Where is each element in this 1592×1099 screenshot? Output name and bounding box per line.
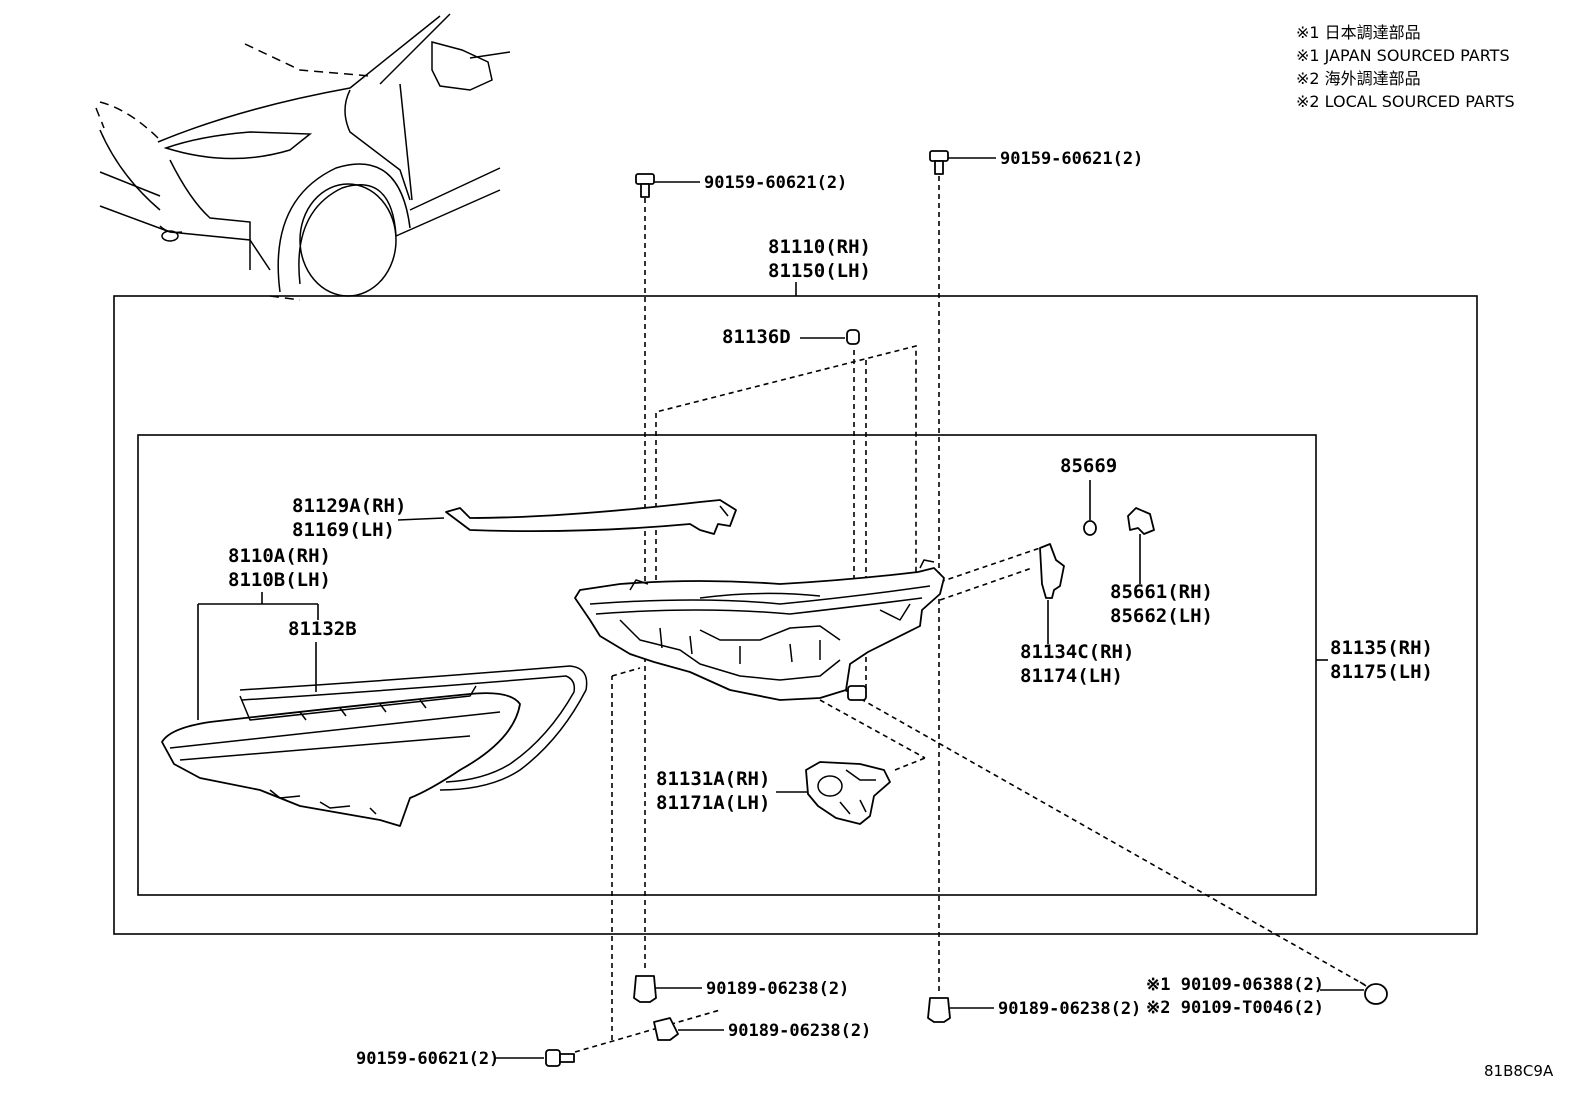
assy-lh-label: 81150(LH) — [768, 260, 871, 282]
module-lh-label: 81171A(LH) — [656, 792, 770, 814]
p81136d-label: 81136D — [722, 326, 791, 348]
housing-rh-label: 81135(RH) — [1330, 637, 1433, 659]
part-lens-and-gasket: 8110A(RH) 8110B(LH) 81132B — [161, 545, 588, 827]
source-notes: ※1 日本調達部品 ※1 JAPAN SOURCED PARTS ※2 海外調達… — [1296, 23, 1515, 111]
part-81129a-trim: 81129A(RH) 81169(LH) — [292, 495, 737, 541]
part-81136d: 81136D — [722, 326, 860, 348]
bracket-rh-label: 81134C(RH) — [1020, 641, 1134, 663]
note-local-en: ※2 LOCAL SOURCED PARTS — [1296, 92, 1515, 111]
trim-rh-label: 81129A(RH) — [292, 495, 406, 517]
part-housing: 81135(RH) 81175(LH) — [574, 559, 1433, 701]
screw-bottom-right: ※1 90109-06388(2) ※2 90109-T0046(2) — [1146, 975, 1388, 1018]
clip-a-label: 90189-06238(2) — [706, 979, 849, 999]
note-japan-en: ※1 JAPAN SOURCED PARTS — [1296, 46, 1510, 65]
gasket-label: 81132B — [288, 618, 357, 640]
p85669-label: 85669 — [1060, 455, 1117, 477]
screw-local-label: ※2 90109-T0046(2) — [1146, 998, 1324, 1018]
bolt-top-left: 90159-60621(2) — [635, 173, 847, 198]
clip-b-label: 90189-06238(2) — [998, 999, 1141, 1019]
housing-subassembly-frame — [137, 434, 1317, 896]
part-81131a-module: 81131A(RH) 81171A(LH) — [656, 761, 891, 825]
headlamp-assembly-label: 81110(RH) 81150(LH) — [768, 236, 871, 296]
lens-rh-label: 8110A(RH) — [228, 545, 331, 567]
housing-lh-label: 81175(LH) — [1330, 661, 1433, 683]
clip-c-label: 90189-06238(2) — [728, 1021, 871, 1041]
module-rh-label: 81131A(RH) — [656, 768, 770, 790]
bolt-bottom-left: 90159-60621(2) — [356, 1049, 575, 1069]
bracket-lh-label: 81174(LH) — [1020, 665, 1123, 687]
figure-id: 81B8C9A — [1484, 1062, 1554, 1080]
bolt-top-left-label: 90159-60621(2) — [704, 173, 847, 193]
vehicle-location-illustration — [95, 13, 511, 301]
clip-a: 90189-06238(2) — [633, 975, 849, 1003]
part-85669: 85669 — [1060, 455, 1117, 536]
p85661-label: 85661(RH) — [1110, 581, 1213, 603]
bolt-top-right: 90159-60621(2) — [929, 149, 1143, 175]
clip-b: 90189-06238(2) — [927, 997, 1141, 1023]
bolt-top-right-label: 90159-60621(2) — [1000, 149, 1143, 169]
assy-rh-label: 81110(RH) — [768, 236, 871, 258]
bolt-bottom-label: 90159-60621(2) — [356, 1049, 499, 1069]
note-japan-jp: ※1 日本調達部品 — [1296, 23, 1421, 42]
clip-c: 90189-06238(2) — [653, 1017, 871, 1041]
screw-jp-label: ※1 90109-06388(2) — [1146, 975, 1324, 995]
trim-lh-label: 81169(LH) — [292, 519, 395, 541]
lens-lh-label: 8110B(LH) — [228, 569, 331, 591]
note-local-jp: ※2 海外調達部品 — [1296, 69, 1421, 88]
part-85661: 85661(RH) 85662(LH) — [1110, 507, 1213, 627]
part-81134c-bracket: 81134C(RH) 81174(LH) — [1020, 543, 1134, 687]
dashed-leaders — [574, 176, 1366, 1053]
p85662-label: 85662(LH) — [1110, 605, 1213, 627]
